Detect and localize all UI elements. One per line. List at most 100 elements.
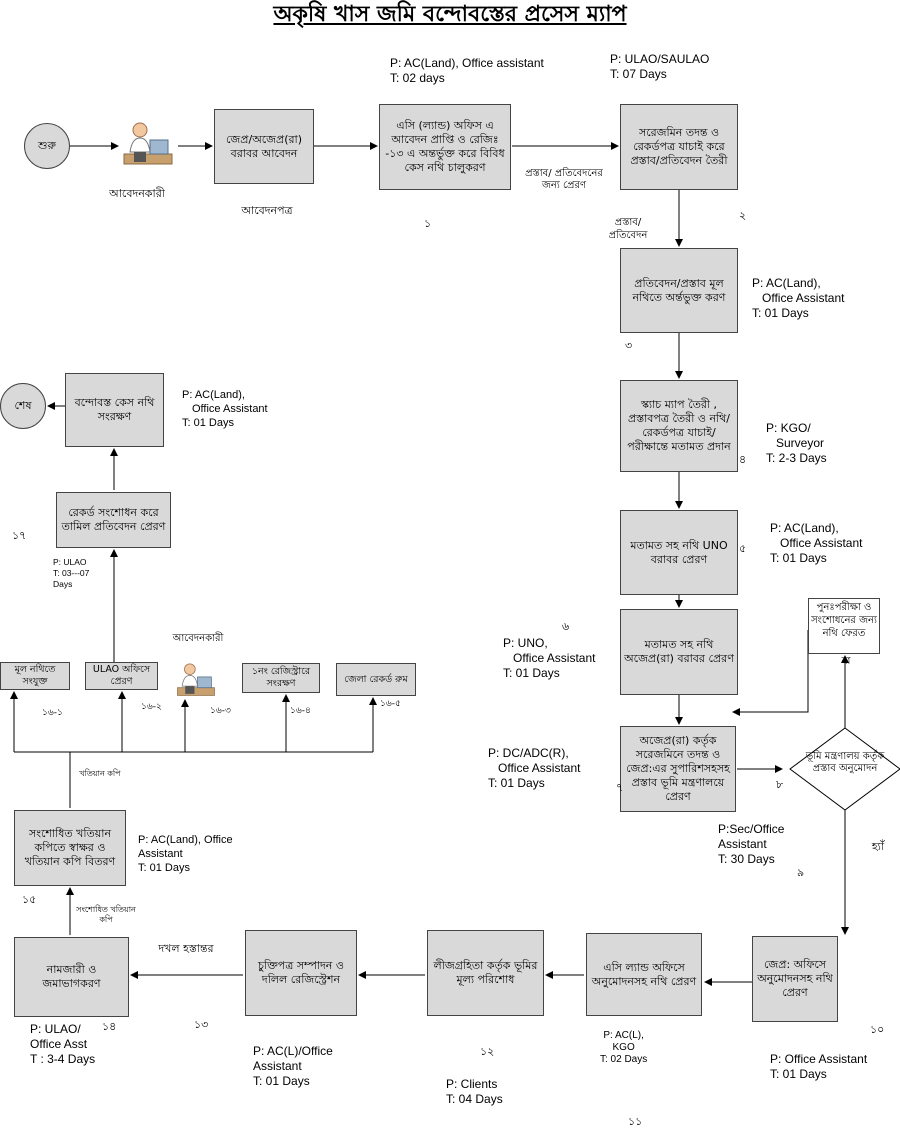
applicant-label: আবেদনকারী <box>109 187 165 200</box>
note-s17-time: T: 03---07 <box>53 568 90 578</box>
note-s18-person: P: AC(Land), <box>182 389 245 401</box>
step-s4-box: স্ক্যাচ ম্যাপ তৈরী , প্রস্তাবপত্র তৈরী ও… <box>620 380 738 472</box>
step-s7-text: অজেপ্র(রা) কর্তৃক সরেজমিনে তদন্ত ও জেপ্র… <box>626 734 730 803</box>
step-number-3: ৩ <box>625 339 633 352</box>
step-s12-box: লীজগ্রহিতা কর্তৃক ভূমির মূল্য পরিশোধ <box>427 930 544 1016</box>
step-number-12: ১২ <box>480 1045 495 1058</box>
step-s15-box: সংশোধিত খতিয়ান কপিতে স্বাক্ষর ও খতিয়ান… <box>14 810 126 886</box>
step-s3-text: প্রতিবেদন/প্রস্তাব মূল নথিতে অর্ন্তভুক্ত… <box>632 276 726 304</box>
edge-label-s15-branch: খতিয়ান কপি <box>78 768 122 779</box>
application-label: আবেদনপত্র <box>241 204 293 217</box>
edge-label-s1-s2: প্রস্তাব/ প্রতিবেদনের জন্য প্রেরণ <box>516 168 612 192</box>
note-s2-time: T: 07 Days <box>610 67 667 81</box>
note-s14-role: Office Asst <box>30 1037 88 1051</box>
note-s13-role: Assistant <box>253 1059 302 1073</box>
reject-box: পুনঃপরীক্ষা ও সংশোধনের জন্য নথি ফেরত <box>808 598 880 654</box>
step-s2-text: সরেজমিন তদন্ত ও রেকর্ডপত্র যাচাই করে প্র… <box>630 126 728 167</box>
note-s8-time: T: 30 Days <box>718 852 775 866</box>
note-s17: P: ULAO T: 03---07 Days <box>53 557 89 590</box>
edge-label-s14-s15: সংশোধিত খতিয়ান কপি <box>70 905 142 925</box>
dest-d5-box: জেলা রেকর্ড রুম <box>336 663 416 696</box>
note-s6: P: UNO, Office Assistant T: 01 Days <box>503 636 595 681</box>
note-s15-person: P: AC(Land), Office <box>138 834 233 846</box>
note-s12-person: P: Clients <box>446 1077 498 1091</box>
step-number-16-1: ১৬-১ <box>42 708 63 718</box>
step-s1-box: এসি (ল্যান্ড) অফিস এ আবেদন প্রাপ্তি ও রে… <box>379 104 511 190</box>
note-s4-role: Surveyor <box>776 436 825 450</box>
applicant-label-2: আবেদনকারী <box>172 633 224 644</box>
note-s8-person: P:Sec/Office <box>718 822 785 836</box>
note-s10-time: T: 01 Days <box>770 1067 827 1081</box>
edge-label-s15-branch-text: খতিয়ান কপি <box>79 769 121 778</box>
step-number-6: ৬ <box>562 620 570 633</box>
note-s12: P: Clients T: 04 Days <box>446 1077 503 1107</box>
note-s4-time: T: 2-3 Days <box>766 451 827 465</box>
edge-label-yes: হ্যাঁ <box>871 840 885 853</box>
note-s4-person: P: KGO/ <box>766 421 811 435</box>
edge-label-s1-s2-text: প্রস্তাব/ প্রতিবেদনের জন্য প্রেরণ <box>525 168 603 191</box>
step-s10-text: জেপ্র: অফিসে অনুমোদনসহ নথি প্রেরণ <box>757 958 833 999</box>
step-number-4: ৪ <box>739 453 747 466</box>
step-s0-text: জেপ্র/অজেপ্র(রা) বরাবর আবেদন <box>225 132 303 160</box>
note-s15-time: T: 01 Days <box>138 862 190 874</box>
note-s15-role: Assistant <box>138 848 183 860</box>
note-s3-time: T: 01 Days <box>752 306 809 320</box>
decision-diamond <box>789 727 900 811</box>
note-s4: P: KGO/ Surveyor T: 2-3 Days <box>766 421 827 466</box>
step-s15-text: সংশোধিত খতিয়ান কপিতে স্বাক্ষর ও খতিয়ান… <box>24 827 116 868</box>
note-s11: P: AC(L), KGO T: 02 Days <box>600 1030 647 1066</box>
step-number-2: ২ <box>739 209 747 222</box>
note-s18: P: AC(Land), Office Assistant T: 01 Days <box>182 388 268 430</box>
step-number-16-2: ১৬-২ <box>141 702 162 712</box>
note-s1-person: P: AC(Land), Office assistant <box>390 56 544 70</box>
edge-label-s13-s14-text: দখল হস্তান্তর <box>158 942 214 955</box>
page-title: অকৃষি খাস জমি বন্দোবস্তের প্রসেস ম্যাপ <box>273 2 627 27</box>
step-s10-box: জেপ্র: অফিসে অনুমোদনসহ নথি প্রেরণ <box>752 936 838 1022</box>
end-label: শেষ <box>14 398 32 412</box>
step-s5-text: মতামত সহ নথি UNO বরাবর প্রেরণ <box>630 538 728 566</box>
step-number-16-4: ১৬-৪ <box>290 706 311 716</box>
arrow-reject-s7 <box>732 630 809 716</box>
step-number-5: ৫ <box>739 542 747 555</box>
note-s6-role: Office Assistant <box>513 651 596 665</box>
step-s11-box: এসি ল্যান্ড অফিসে অনুমোদনসহ নথি প্রেরণ <box>586 933 702 1016</box>
edge-label-s2-s3-text: প্রস্তাব/ প্রতিবেদন <box>608 217 648 241</box>
edge-label-no: না <box>841 656 851 667</box>
note-s7-role: Office Assistant <box>498 761 581 775</box>
step-s13-text: চুক্তিপত্র সম্পাদন ও দলিল রেজিস্ট্রেশন <box>258 959 344 986</box>
step-s14-box: নামজারী ও জমাভাগকরণ <box>14 937 129 1017</box>
step-s6-box: মতামত সহ নথি অজেপ্র(রা) বরাবর প্রেরণ <box>620 609 738 695</box>
step-s18-box: বন্দোবস্ত কেস নথি সংরক্ষণ <box>65 373 164 447</box>
note-s1: P: AC(Land), Office assistant T: 02 days <box>390 56 544 86</box>
step-number-10: ১০ <box>870 1023 885 1036</box>
step-s3-box: প্রতিবেদন/প্রস্তাব মূল নথিতে অর্ন্তভুক্ত… <box>620 248 738 333</box>
note-s7-time: T: 01 Days <box>488 776 545 790</box>
dest-d4-text: ১নং রেজিস্ট্রারে সংরক্ষণ <box>251 666 311 689</box>
note-s14-time: T : 3-4 Days <box>30 1052 96 1066</box>
dest-d1-text: মূল নথিতে সংযুক্ত <box>14 664 56 687</box>
note-s11-time: T: 02 Days <box>600 1054 648 1065</box>
step-number-13: ১৩ <box>194 1018 209 1031</box>
note-s10: P: Office Assistant T: 01 Days <box>770 1052 867 1082</box>
applicant-person-icon <box>123 122 173 165</box>
note-s17-person: P: ULAO <box>53 557 87 567</box>
note-s2-person: P: ULAO/SAULAO <box>610 52 710 66</box>
edge-label-s13-s14: দখল হস্তান্তর <box>158 942 214 956</box>
note-s5-person: P: AC(Land), <box>770 521 839 535</box>
step-s4-text: স্ক্যাচ ম্যাপ তৈরী , প্রস্তাবপত্র তৈরী ও… <box>627 398 731 453</box>
note-s8-role: Assistant <box>718 837 767 851</box>
step-number-16-3: ১৬-৩ <box>210 706 231 716</box>
step-s2-box: সরেজমিন তদন্ত ও রেকর্ডপত্র যাচাই করে প্র… <box>620 104 738 190</box>
note-s12-time: T: 04 Days <box>446 1092 503 1106</box>
note-s11-role: KGO <box>612 1042 635 1053</box>
note-s5-time: T: 01 Days <box>770 551 827 565</box>
step-s12-text: লীজগ্রহিতা কর্তৃক ভূমির মূল্য পরিশোধ <box>433 959 538 986</box>
note-s8: P:Sec/Office Assistant T: 30 Days <box>718 822 784 867</box>
dest-d5-text: জেলা রেকর্ড রুম <box>344 673 408 685</box>
note-s6-time: T: 01 Days <box>503 666 560 680</box>
dest-d1-box: মূল নথিতে সংযুক্ত <box>0 662 70 690</box>
step-number-16-5: ১৬-৫ <box>380 699 401 709</box>
note-s13-person: P: AC(L)/Office <box>253 1044 333 1058</box>
note-s15: P: AC(Land), Office Assistant T: 01 Days <box>138 833 233 875</box>
